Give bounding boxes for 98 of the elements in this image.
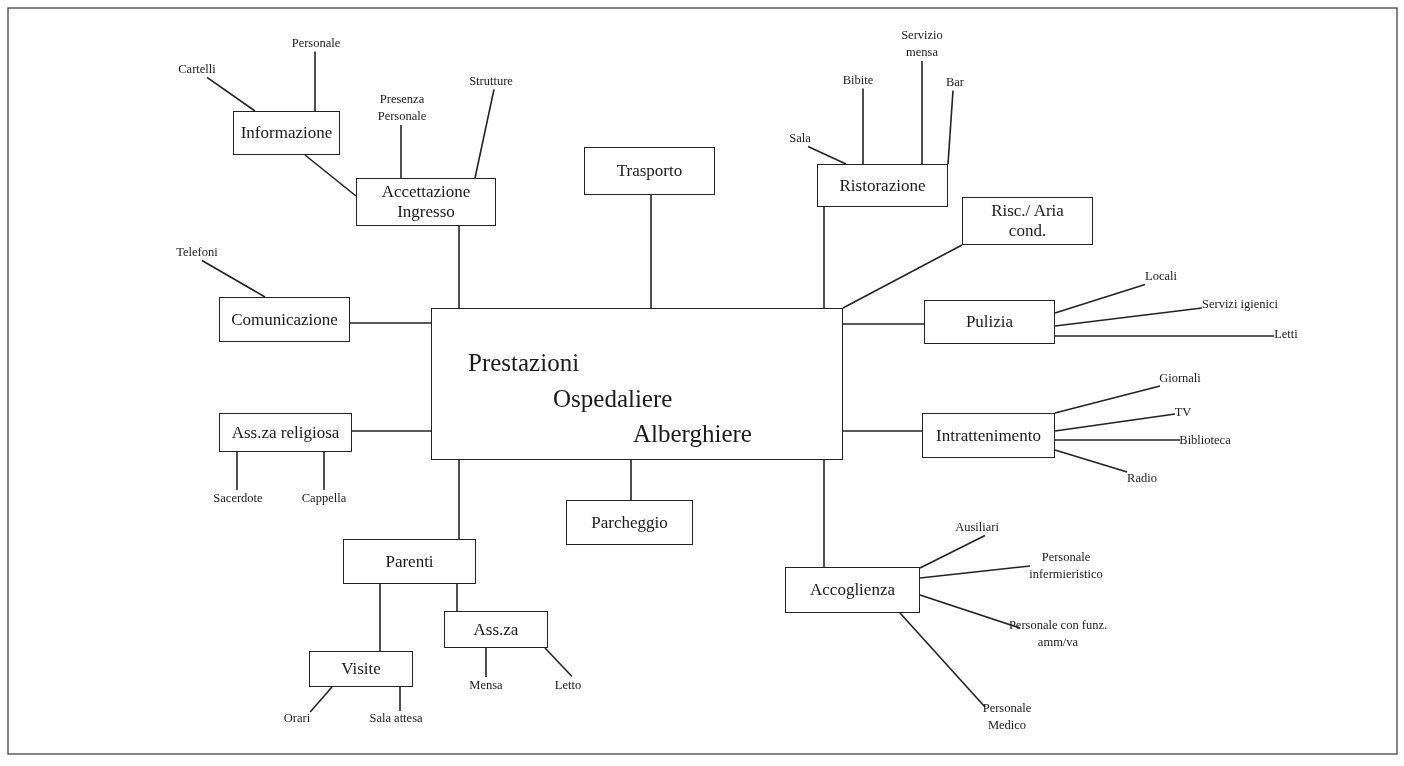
connector-line bbox=[201, 259, 266, 298]
connector-line bbox=[304, 154, 357, 197]
box-label: Parcheggio bbox=[591, 512, 668, 533]
box-label: Accoglienza bbox=[810, 580, 895, 600]
category-box bbox=[566, 500, 693, 545]
category-box bbox=[817, 164, 948, 207]
item-label: Strutture bbox=[469, 72, 513, 90]
category-box bbox=[233, 111, 340, 155]
connector-line bbox=[842, 244, 963, 309]
box-label: Visite bbox=[341, 659, 381, 679]
box-label: Trasporto bbox=[616, 161, 683, 181]
item-label: Radio bbox=[1127, 469, 1157, 487]
connector-line bbox=[862, 87, 864, 165]
category-box bbox=[309, 651, 413, 687]
item-label: Sacerdote bbox=[213, 489, 263, 507]
item-label: Personale Medico bbox=[974, 700, 1040, 734]
category-box bbox=[356, 178, 496, 226]
connector-line bbox=[842, 323, 925, 325]
box-label: Ass.za religiosa bbox=[231, 422, 340, 443]
connector-line bbox=[947, 89, 954, 165]
category-box bbox=[584, 147, 715, 195]
item-label: Servizi igienici bbox=[1202, 295, 1278, 313]
connector-line bbox=[351, 430, 432, 432]
box-label: Pulizia bbox=[965, 312, 1014, 332]
item-label: Giornali bbox=[1159, 369, 1201, 387]
connector-line bbox=[919, 534, 986, 569]
title-line: Ospedaliere bbox=[553, 385, 673, 414]
connector-line bbox=[1054, 385, 1161, 414]
connector-line bbox=[1054, 307, 1203, 327]
connector-line bbox=[379, 583, 381, 652]
item-label: Bar bbox=[945, 73, 965, 91]
title-line: Prestazioni bbox=[468, 349, 580, 378]
item-label: Telefoni bbox=[176, 243, 218, 261]
connector-line bbox=[399, 686, 401, 712]
box-label: Risc./ Aria cond. bbox=[990, 201, 1065, 241]
connector-line bbox=[485, 647, 487, 678]
item-label: Sala attesa bbox=[369, 709, 423, 727]
item-label: Ausiliari bbox=[955, 518, 999, 536]
category-box bbox=[219, 413, 352, 452]
connector-line bbox=[458, 459, 460, 540]
item-label: Mensa bbox=[469, 676, 503, 694]
item-label: Sala bbox=[789, 129, 811, 147]
item-label: Orari bbox=[283, 709, 311, 727]
connector-line bbox=[456, 583, 458, 612]
connector-line bbox=[919, 565, 1031, 579]
item-label: Cartelli bbox=[178, 60, 216, 78]
item-label: Cappella bbox=[301, 489, 347, 507]
item-label: Personale bbox=[291, 34, 341, 52]
item-label: Bibite bbox=[842, 71, 874, 89]
connector-line bbox=[474, 88, 495, 179]
box-label: Accettazione Ingresso bbox=[380, 182, 472, 222]
item-label: Letto bbox=[554, 676, 582, 694]
connector-line bbox=[899, 612, 986, 708]
connector-line bbox=[323, 451, 325, 491]
connector-line bbox=[919, 594, 1021, 629]
box-label: Ristorazione bbox=[839, 175, 926, 196]
connector-line bbox=[349, 322, 432, 324]
box-label: Parenti bbox=[385, 551, 434, 572]
item-label: Locali bbox=[1145, 267, 1177, 285]
connector-line bbox=[1054, 413, 1176, 432]
category-box bbox=[785, 567, 920, 613]
title-line: Alberghiere bbox=[633, 420, 752, 449]
connector-line bbox=[1054, 335, 1275, 337]
item-label: TV bbox=[1174, 403, 1192, 421]
item-label: Letti bbox=[1274, 325, 1298, 343]
category-box bbox=[922, 413, 1055, 458]
connector-line bbox=[1054, 449, 1128, 473]
connector-line bbox=[842, 430, 923, 432]
connector-line bbox=[400, 124, 402, 179]
connector-line bbox=[314, 50, 316, 112]
connector-line bbox=[236, 451, 238, 491]
category-box bbox=[219, 297, 350, 342]
item-label: Personale con funz. amm/va bbox=[1006, 617, 1110, 651]
category-box bbox=[444, 611, 548, 648]
connector-line bbox=[921, 60, 923, 165]
connector-line bbox=[1054, 283, 1146, 314]
connector-line bbox=[309, 686, 333, 713]
connector-line bbox=[823, 459, 825, 568]
connector-line bbox=[807, 145, 847, 165]
connector-line bbox=[458, 225, 460, 309]
item-label: Presenza Personale bbox=[369, 91, 435, 125]
connector-line bbox=[1054, 439, 1181, 441]
connector-line bbox=[544, 647, 573, 678]
box-label: Ass.za bbox=[473, 619, 519, 640]
connector-line bbox=[823, 206, 825, 309]
category-box bbox=[924, 300, 1055, 344]
item-label: Biblioteca bbox=[1179, 431, 1231, 449]
category-box bbox=[343, 539, 476, 584]
box-label: Comunicazione bbox=[231, 309, 338, 330]
item-label: Personale infermieristico bbox=[1016, 549, 1116, 583]
connector-line bbox=[630, 459, 632, 501]
connector-line bbox=[650, 194, 652, 309]
box-label: Intrattenimento bbox=[936, 425, 1041, 446]
connector-line bbox=[206, 76, 256, 112]
item-label: Servizio mensa bbox=[894, 27, 950, 61]
box-label: Informazione bbox=[240, 123, 333, 143]
category-box bbox=[962, 197, 1093, 245]
central-box bbox=[431, 308, 843, 460]
